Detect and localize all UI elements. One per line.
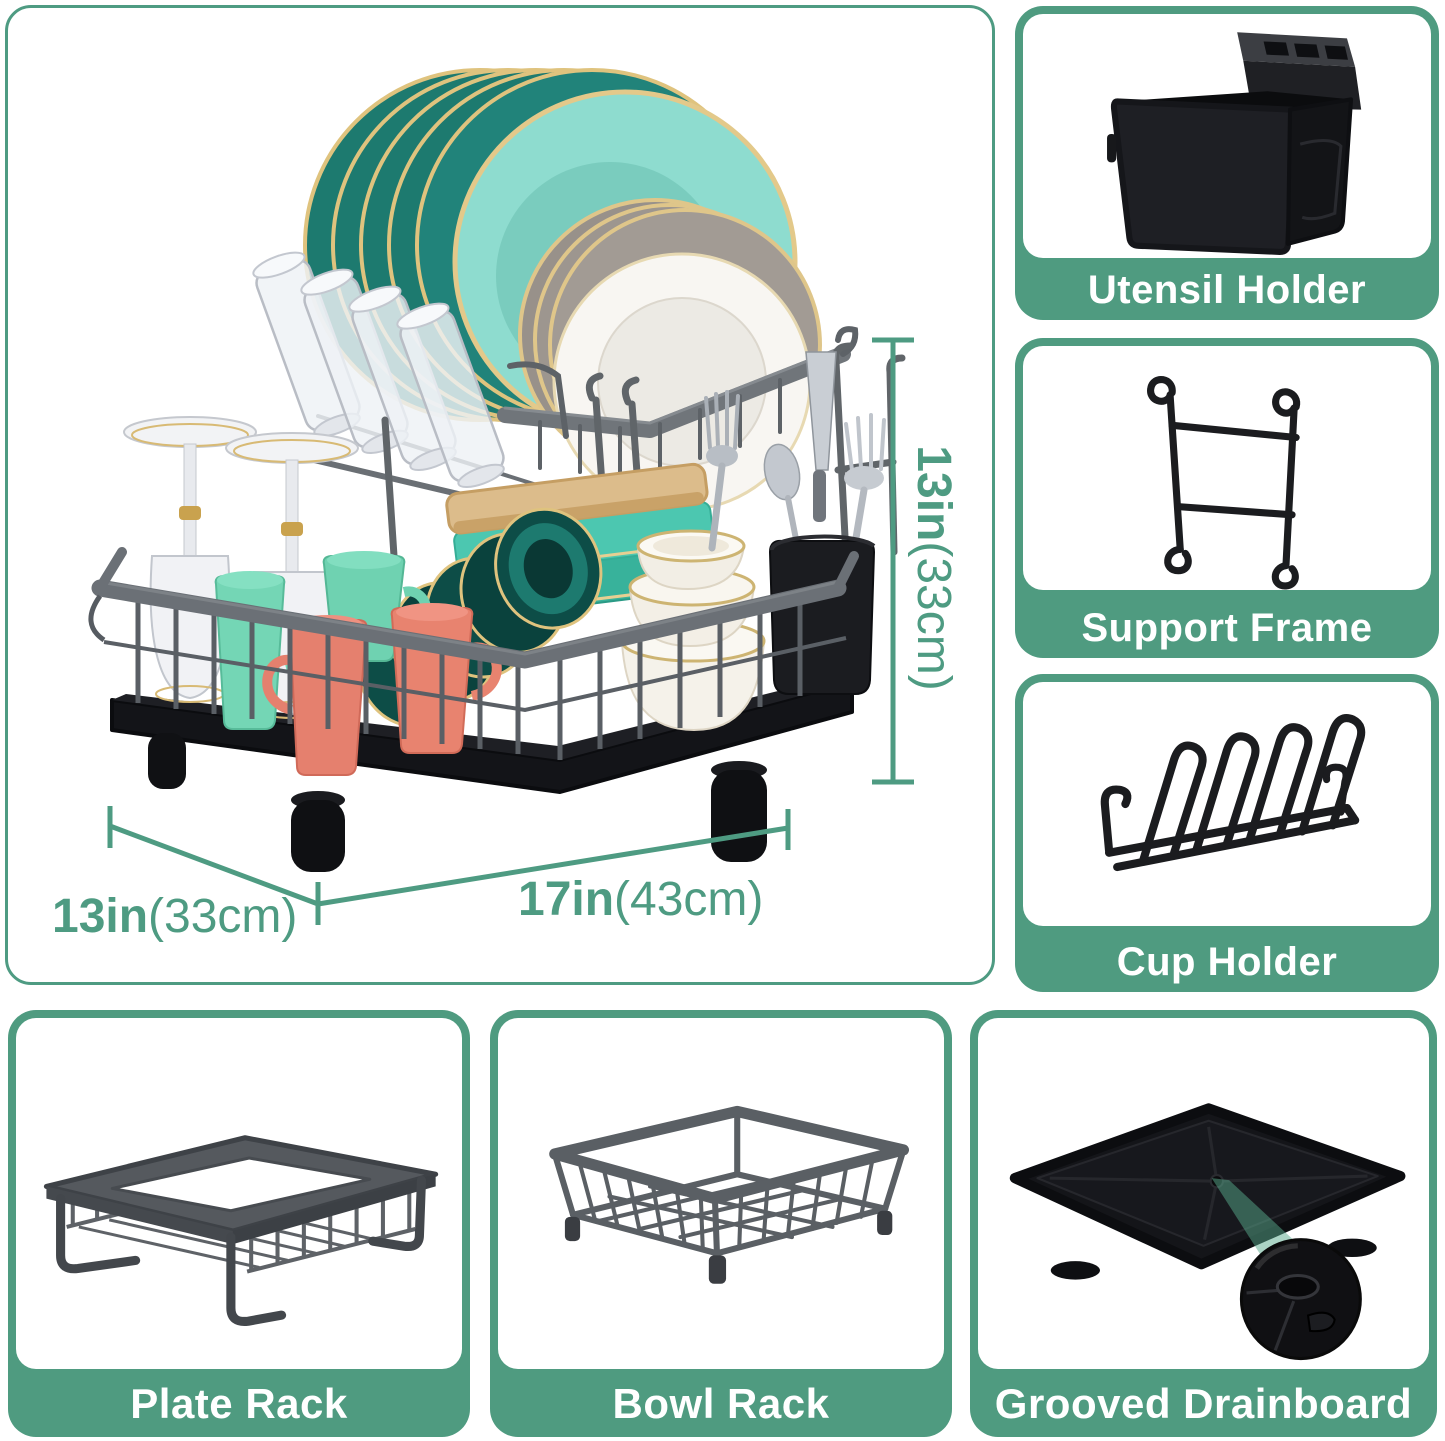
bowl-rack-icon — [549, 1105, 910, 1284]
lower-basket — [88, 547, 859, 760]
drainboard-icon — [1009, 1103, 1406, 1361]
utensil-holder-photo — [1023, 14, 1431, 258]
plate-rack-icon — [43, 1135, 439, 1327]
dimension-height: 13in(33cm) — [907, 445, 960, 691]
plate-rack-photo — [16, 1018, 462, 1369]
dimension-height-metric: (33cm) — [907, 541, 960, 691]
card-cup-holder: Cup Holder — [1015, 674, 1439, 992]
dimension-depth: 13in(33cm) — [52, 893, 297, 941]
dimension-width-metric: (43cm) — [614, 873, 764, 926]
support-frame-photo — [1023, 346, 1431, 590]
cup-holder-icon — [1100, 714, 1366, 872]
card-grooved-drainboard: Grooved Drainboard — [970, 1010, 1437, 1437]
label-grooved-drainboard: Grooved Drainboard — [994, 1380, 1413, 1427]
utensil-cup — [768, 534, 876, 695]
card-plate-rack: Plate Rack — [8, 1010, 470, 1437]
cup-holder-photo — [1023, 682, 1431, 926]
drainboard-photo — [978, 1018, 1429, 1369]
support-frame-icon — [1147, 376, 1301, 590]
card-bowl-rack: Bowl Rack — [490, 1010, 952, 1437]
label-plate-rack: Plate Rack — [130, 1380, 348, 1427]
dimension-height-value: 13in — [907, 445, 960, 542]
label-support-frame: Support Frame — [1081, 605, 1373, 650]
main-product-panel: 13in(33cm) 13in(33cm) 17in(43cm) — [5, 5, 995, 985]
label-utensil-holder: Utensil Holder — [1087, 267, 1367, 312]
dimension-lines — [107, 337, 914, 925]
cutlery — [704, 351, 886, 566]
dimension-depth-metric: (33cm) — [148, 890, 298, 943]
dimension-width-value: 17in — [518, 873, 615, 926]
dimension-width: 17in(43cm) — [518, 876, 763, 924]
bowl-rack-photo — [498, 1018, 944, 1369]
label-cup-holder: Cup Holder — [1116, 939, 1338, 984]
utensil-holder-icon — [1107, 32, 1362, 255]
card-support-frame: Support Frame — [1015, 338, 1439, 658]
label-bowl-rack: Bowl Rack — [612, 1380, 830, 1427]
dimension-depth-value: 13in — [52, 890, 149, 943]
dish-rack-illustration — [88, 68, 914, 925]
card-utensil-holder: Utensil Holder — [1015, 6, 1439, 320]
drinking-glasses — [252, 251, 505, 489]
